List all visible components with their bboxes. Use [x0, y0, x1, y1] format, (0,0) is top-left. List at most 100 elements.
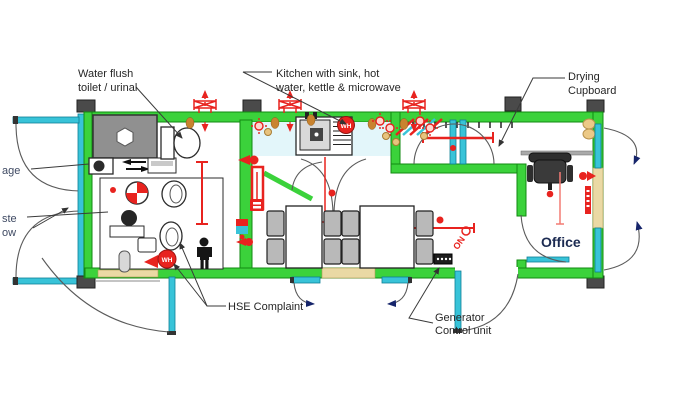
- door-swing-arc: [333, 158, 367, 214]
- coat-hook-icon: [582, 118, 596, 130]
- kitchen-label: water, kettle & microwave: [275, 82, 401, 94]
- roof-vent-icon: [278, 90, 302, 132]
- cupboard-door: [459, 119, 467, 165]
- tap-icon: [305, 112, 309, 119]
- threshold: [321, 267, 376, 279]
- window: [594, 123, 602, 169]
- door-swing-arc: [603, 127, 641, 165]
- window-swing-arc: [293, 282, 315, 308]
- dining-area: [266, 205, 434, 269]
- window-leaf: [381, 276, 411, 284]
- right-wall-features: [579, 123, 643, 273]
- light-point: [436, 216, 444, 224]
- alarm-point-icon: [238, 155, 259, 165]
- cistern: [160, 126, 175, 160]
- leader-left-2: [26, 211, 109, 218]
- door-leaf: [12, 116, 80, 124]
- valve-icon: [93, 160, 105, 172]
- chair: [415, 210, 434, 237]
- door-leaf: [168, 276, 176, 335]
- drying-cupboard-label: Drying: [568, 71, 600, 83]
- window-swing-arc: [387, 282, 409, 308]
- generator-switch-label: ON: [451, 235, 467, 252]
- water-flush-label: Water flush: [78, 68, 133, 80]
- annotation-leaders: [26, 71, 565, 324]
- office-room: Office: [520, 118, 596, 263]
- water-heater-icon: WH: [144, 249, 177, 269]
- floor-drain-icon: [121, 210, 137, 226]
- light-icon: [251, 113, 438, 136]
- first-aid-icon: [236, 219, 248, 240]
- water-heater-icon: WH: [337, 116, 355, 134]
- water-flush-label: toilet / urinal: [78, 82, 137, 94]
- kitchen-sink: WH: [295, 112, 355, 156]
- door-swing-arc: [520, 214, 567, 263]
- fitting-box: [137, 237, 157, 253]
- tap-icon: [313, 112, 317, 119]
- toilet-entrance-door: [41, 257, 176, 335]
- kitchen-label: Kitchen with sink, hot: [276, 68, 379, 80]
- door-opening: [455, 267, 518, 279]
- drying-cupboard: [395, 118, 513, 165]
- generator-control-unit: ON: [433, 226, 471, 265]
- hse-complaint-label: HSE Complaint: [228, 301, 303, 313]
- chair: [415, 238, 434, 265]
- sill: [526, 256, 570, 263]
- extract-fan-icon: [125, 181, 149, 205]
- chair: [323, 238, 342, 265]
- alarm-point-icon: [579, 172, 587, 180]
- coat-hook-icon: [582, 128, 596, 140]
- dining-table: [359, 205, 415, 269]
- annotation-labels: Water flush toilet / urinal Kitchen with…: [2, 68, 616, 337]
- alarm-point-icon: [236, 238, 253, 246]
- bulb-icon: [264, 128, 428, 146]
- cutoff-label-fragment: ow: [2, 227, 16, 239]
- leader-kitchen: [242, 71, 347, 125]
- drying-cupboard-label: Cupboard: [568, 85, 616, 97]
- door-swing-arc: [15, 123, 81, 192]
- main-entrance-door: [453, 270, 519, 333]
- door-swing-arc: [15, 210, 81, 278]
- dining-table: [285, 205, 323, 269]
- roof-vent-icon: [402, 90, 426, 132]
- leader-left-1: [30, 163, 90, 170]
- door-swing-arc: [413, 123, 495, 165]
- light-point: [110, 187, 116, 193]
- door-handle: [118, 250, 131, 273]
- door-leaf: [12, 277, 80, 285]
- bench: [109, 225, 145, 238]
- light-point: [546, 190, 554, 198]
- office-label: Office: [541, 234, 581, 250]
- chair: [266, 238, 285, 265]
- chair: [323, 210, 342, 237]
- angled-lobby-wall: [262, 170, 314, 202]
- chair: [341, 210, 360, 237]
- chair: [341, 238, 360, 265]
- leader-generator: [408, 267, 440, 324]
- light-point: [328, 189, 336, 197]
- drain-icon: [116, 127, 134, 147]
- water-heater-badge: WH: [162, 257, 173, 264]
- door-swing-arc: [603, 221, 643, 271]
- bottom-windows: [290, 276, 412, 308]
- leader-left-arrow: [32, 207, 69, 229]
- door-swing-arc: [291, 161, 323, 191]
- window: [594, 227, 602, 273]
- generator-label: Generator: [435, 312, 485, 324]
- drop-line: [196, 161, 208, 225]
- light-point: [450, 145, 456, 151]
- cutoff-label-fragment: age: [2, 165, 20, 177]
- person-icon: [197, 237, 212, 269]
- water-heater-badge: WH: [341, 123, 352, 130]
- drop-line: [556, 172, 564, 225]
- generator-label: Control unit: [435, 325, 491, 337]
- chair: [266, 210, 285, 237]
- office-chair-icon: [527, 152, 573, 190]
- switch-icon: [461, 226, 471, 236]
- cupboard-door: [449, 119, 457, 165]
- leader-drying: [498, 77, 565, 147]
- door-swing-arc: [41, 257, 170, 333]
- external-door: [592, 167, 604, 229]
